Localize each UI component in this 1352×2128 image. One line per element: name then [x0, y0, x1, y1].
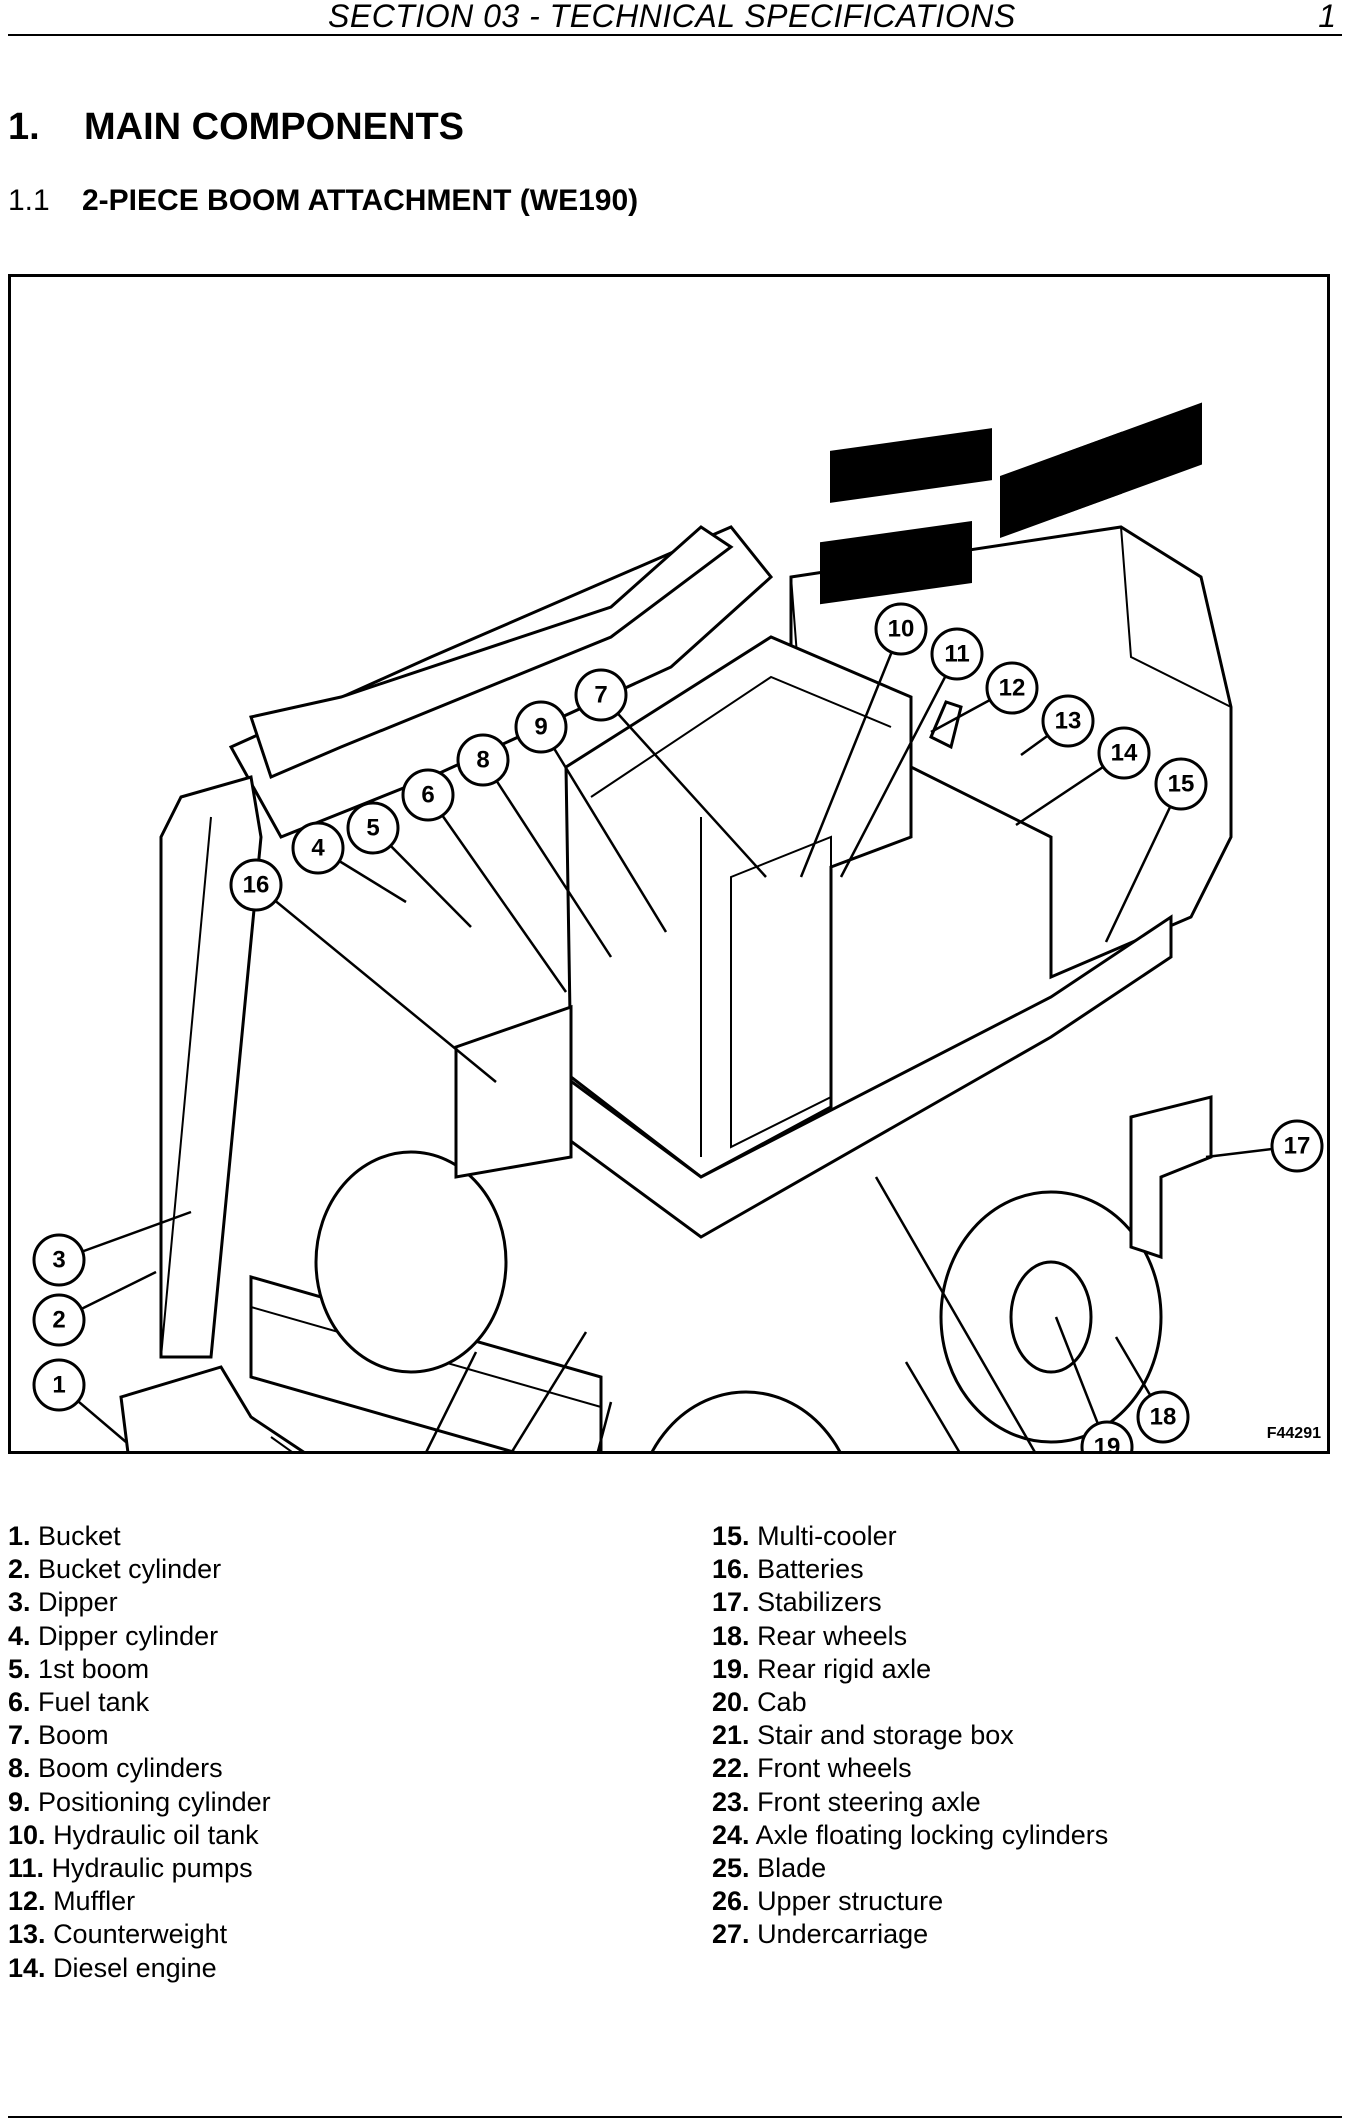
- svg-text:19: 19: [1094, 1434, 1121, 1452]
- svg-text:14: 14: [1111, 740, 1138, 767]
- callout-10: 10: [874, 602, 928, 656]
- svg-text:16: 16: [243, 872, 270, 899]
- svg-text:7: 7: [594, 682, 607, 709]
- legend-item: 23. Front steering axle: [712, 1786, 981, 1817]
- legend-item: 7. Boom: [8, 1720, 109, 1751]
- legend-item: 4. Dipper cylinder: [8, 1620, 219, 1651]
- callout-9: 9: [514, 700, 568, 754]
- callout-1: 1: [32, 1358, 86, 1412]
- callout-8: 8: [456, 733, 510, 787]
- callout-4: 4: [291, 821, 345, 875]
- svg-text:12: 12: [999, 675, 1026, 702]
- legend-item: 24. Axle floating locking cylinders: [712, 1819, 1109, 1850]
- callout-13: 13: [1041, 694, 1095, 748]
- callout-12: 12: [985, 661, 1039, 715]
- callout-6: 6: [401, 768, 455, 822]
- page-number: 1: [1318, 0, 1336, 34]
- callout-16: 16: [229, 858, 283, 912]
- legend-item: 5. 1st boom: [8, 1653, 150, 1684]
- legend-right: 15. Multi-cooler 16. Batteries 17. Stabi…: [712, 1520, 1108, 1952]
- legend-item: 9. Positioning cylinder: [8, 1786, 271, 1817]
- callout-17: 17: [1270, 1119, 1324, 1173]
- legend-item: 17. Stabilizers: [712, 1587, 882, 1618]
- callout-7: 7: [574, 668, 628, 722]
- heading-number: 1.: [8, 106, 40, 148]
- legend-item: 13. Counterweight: [8, 1919, 228, 1950]
- callout-3: 3: [32, 1233, 86, 1287]
- svg-text:1: 1: [52, 1372, 65, 1399]
- subheading-title: 2-PIECE BOOM ATTACHMENT (WE190): [82, 184, 639, 217]
- legend-left: 1. Bucket 2. Bucket cylinder 3. Dipper 4…: [8, 1520, 271, 1985]
- excavator-illustration: 1 2 3 4 5 6 7 8 9 10 11 12 13 14 15 16 1…: [32, 402, 1324, 1452]
- legend-item: 19. Rear rigid axle: [712, 1653, 932, 1684]
- callout-14: 14: [1097, 726, 1151, 780]
- svg-text:9: 9: [534, 714, 547, 741]
- legend-item: 1. Bucket: [8, 1521, 121, 1551]
- svg-text:3: 3: [52, 1247, 65, 1274]
- callout-19: 19: [1080, 1420, 1134, 1452]
- callout-15: 15: [1154, 757, 1208, 811]
- legend-item: 2. Bucket cylinder: [8, 1554, 222, 1585]
- legend-item: 3. Dipper: [8, 1587, 118, 1618]
- section-title: SECTION 03 - TECHNICAL SPECIFICATIONS: [328, 0, 1016, 34]
- legend-item: 20. Cab: [712, 1687, 807, 1718]
- legend-item: 26. Upper structure: [712, 1886, 944, 1917]
- svg-text:18: 18: [1150, 1404, 1177, 1431]
- svg-text:17: 17: [1284, 1133, 1311, 1160]
- main-heading: 1. MAIN COMPONENTS: [8, 106, 464, 149]
- sub-heading: 1.1 2-PIECE BOOM ATTACHMENT (WE190): [8, 184, 638, 218]
- legend-item: 21. Stair and storage box: [712, 1720, 1014, 1751]
- svg-text:11: 11: [944, 641, 969, 668]
- legend-item: 8. Boom cylinders: [8, 1753, 223, 1784]
- svg-text:5: 5: [366, 815, 379, 842]
- callout-11: 11: [930, 627, 984, 681]
- legend-item: 16. Batteries: [712, 1554, 864, 1585]
- svg-text:2: 2: [52, 1307, 65, 1334]
- subheading-number: 1.1: [8, 184, 50, 217]
- svg-text:13: 13: [1055, 708, 1082, 735]
- svg-text:10: 10: [888, 616, 915, 643]
- svg-text:4: 4: [311, 835, 325, 862]
- legend-item: 14. Diesel engine: [8, 1952, 217, 1983]
- callout-2: 2: [32, 1293, 86, 1347]
- legend-item: 15. Multi-cooler: [712, 1521, 897, 1551]
- legend-item: 12. Muffler: [8, 1886, 136, 1917]
- heading-title: MAIN COMPONENTS: [84, 106, 464, 148]
- legend-item: 18. Rear wheels: [712, 1620, 908, 1651]
- svg-text:8: 8: [476, 747, 489, 774]
- excavator-drawing: [119, 402, 1233, 1451]
- legend-item: 10. Hydraulic oil tank: [8, 1819, 259, 1850]
- svg-text:6: 6: [421, 782, 434, 809]
- svg-text:15: 15: [1168, 771, 1195, 798]
- legend-item: 25. Blade: [712, 1853, 827, 1884]
- callout-18: 18: [1136, 1390, 1190, 1444]
- page-header: SECTION 03 - TECHNICAL SPECIFICATIONS 1: [8, 0, 1342, 36]
- excavator-figure: 1 2 3 4 5 6 7 8 9 10 11 12 13 14 15 16 1…: [8, 274, 1330, 1454]
- figure-id: F44291: [1266, 1425, 1321, 1442]
- legend-item: 11. Hydraulic pumps: [8, 1853, 253, 1884]
- callout-5: 5: [346, 801, 400, 855]
- legend-item: 22. Front wheels: [712, 1753, 912, 1784]
- legend-item: 6. Fuel tank: [8, 1687, 150, 1718]
- page-footer-rule: [8, 2116, 1342, 2118]
- legend-item: 27. Undercarriage: [712, 1919, 929, 1950]
